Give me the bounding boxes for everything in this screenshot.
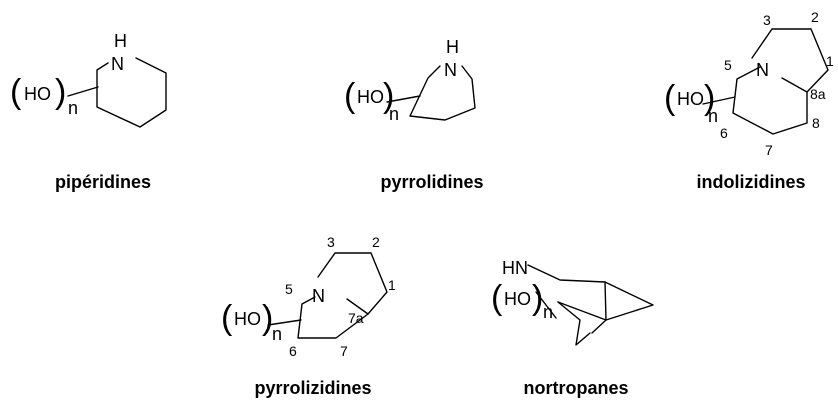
- pyrrolizidine-locant-7a: 7a: [348, 310, 364, 326]
- pyrrolidine-multiplier: n: [389, 104, 399, 124]
- pyrrolizidine-lower-ring-bonds: [297, 296, 369, 339]
- pyrrolizidine-locant-7: 7: [340, 343, 348, 359]
- nortropane-multiplier: n: [543, 302, 553, 322]
- piperidine-hydroxyl: HO: [24, 84, 51, 104]
- nortropane-close-paren: ): [532, 279, 543, 317]
- indolizidine-locant-5: 5: [724, 57, 732, 73]
- pyrrolizidine-locant-6: 6: [289, 343, 297, 359]
- pyrrolizidine-close-paren: ): [262, 299, 273, 337]
- piperidine-hydrogen: H: [114, 31, 127, 51]
- indolizidine-close-paren: ): [704, 79, 715, 117]
- nortropane-bridge-bond: [604, 281, 607, 321]
- pyrrolidine-hydroxyl: HO: [357, 87, 384, 107]
- nortropane-bicycle-lower-bonds: [557, 301, 591, 346]
- piperidine-nitrogen: N: [111, 54, 124, 74]
- pyrrolizidine-nitrogen: N: [312, 286, 325, 306]
- caption-piperidines: pipéridines: [55, 172, 151, 192]
- indolizidine-multiplier: n: [708, 106, 718, 126]
- pyrrolidine-substituent-bond: [386, 95, 421, 103]
- indolizidine-locant-6: 6: [720, 125, 728, 141]
- pyrrolidine-nitrogen: N: [444, 60, 457, 80]
- pyrrolidine-open-paren: (: [344, 77, 356, 115]
- pyrrolizidine-locant-3: 3: [327, 234, 335, 250]
- indolizidine-structure: N 3 2 1 8a 5 6 8 7 ( HO ) n indolizidine…: [664, 9, 834, 192]
- pyrrolidine-close-paren: ): [383, 77, 394, 115]
- pyrrolizidine-locant-2: 2: [372, 234, 380, 250]
- nortropane-amine: HN: [502, 258, 528, 278]
- indolizidine-locant-8: 8: [812, 115, 820, 131]
- nortropane-structure: HN ( HO ) n nortropanes: [491, 258, 654, 398]
- indolizidine-locant-1: 1: [826, 53, 834, 69]
- indolizidine-six-ring-bonds: [732, 66, 808, 135]
- pyrrolizidine-hydroxyl: HO: [234, 309, 261, 329]
- piperidine-ring-bonds: [96, 57, 167, 128]
- piperidine-substituent-bond: [67, 86, 99, 97]
- nortropane-open-paren: (: [491, 279, 503, 317]
- piperidine-multiplier: n: [68, 98, 78, 118]
- caption-nortropanes: nortropanes: [523, 378, 628, 398]
- nortropane-lower-link-bond: [591, 319, 607, 334]
- pyrrolizidine-substituent-bond: [267, 319, 302, 326]
- pyrrolidine-ring-bonds: [409, 65, 476, 121]
- caption-indolizidines: indolizidines: [696, 172, 805, 192]
- indolizidine-locant-7: 7: [765, 142, 773, 158]
- indolizidine-locant-8a: 8a: [810, 86, 826, 102]
- pyrrolizidine-locant-1: 1: [388, 277, 396, 293]
- nortropane-substituent-bond: [535, 291, 557, 319]
- pyrrolizidine-open-paren: (: [221, 299, 233, 337]
- indolizidine-nitrogen: N: [756, 60, 769, 80]
- indolizidine-hydroxyl: HO: [677, 89, 704, 109]
- nortropane-bicycle-upper-bonds: [527, 264, 654, 321]
- pyrrolizidine-multiplier: n: [272, 324, 282, 344]
- pyrrolidine-structure: N H ( HO ) n pyrrolidines: [344, 37, 484, 192]
- pyrrolizidine-upper-ring-bonds: [317, 252, 388, 315]
- caption-pyrrolizidines: pyrrolizidines: [254, 378, 371, 398]
- pyrrolidine-hydrogen: H: [446, 37, 459, 57]
- indolizidine-locant-2: 2: [811, 9, 819, 25]
- pyrrolizidine-locant-5: 5: [285, 281, 293, 297]
- piperidine-close-paren: ): [55, 73, 66, 111]
- pyrrolizidine-structure: N 3 2 1 5 7a 6 7 ( HO ) n pyrrolizidines: [221, 234, 396, 398]
- indolizidine-five-ring-bonds: [751, 28, 829, 93]
- indolizidine-substituent-bond: [702, 96, 736, 105]
- nortropane-hydroxyl: HO: [504, 289, 531, 309]
- caption-pyrrolidines: pyrrolidines: [380, 172, 483, 192]
- indolizidine-locant-3: 3: [763, 12, 771, 28]
- piperidine-open-paren: (: [10, 73, 22, 111]
- indolizidine-open-paren: (: [664, 79, 676, 117]
- piperidine-structure: N H ( HO ) n pipéridines: [10, 31, 167, 192]
